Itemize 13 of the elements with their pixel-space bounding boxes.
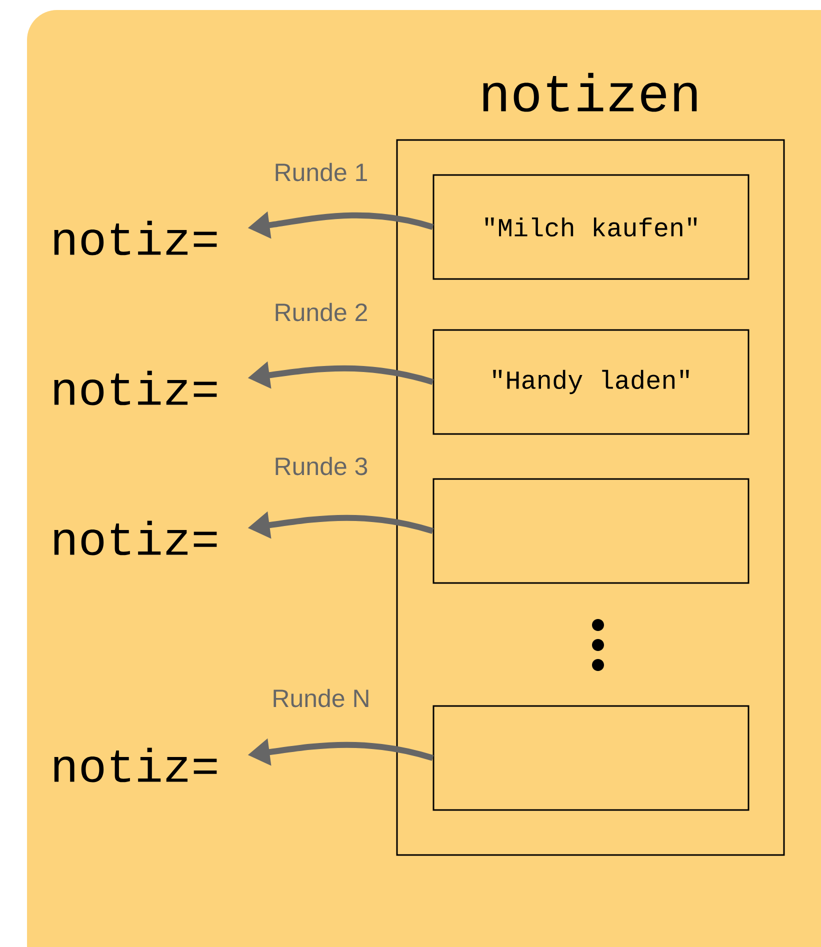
variable-label: notiz=: [54, 370, 217, 406]
value-box: "Handy laden": [432, 329, 750, 435]
edge-label: Runde 2: [276, 302, 367, 322]
node-label: notizen: [483, 72, 697, 112]
variable-label: notiz=: [54, 748, 217, 782]
edge-label: Runde 1: [276, 162, 367, 182]
empty-box: [432, 478, 750, 584]
variable-label: notiz=: [54, 220, 217, 256]
edge-label: Runde 3: [276, 456, 368, 476]
value-box: "Milch kaufen": [432, 174, 750, 280]
variable-label: notiz=: [54, 520, 217, 556]
edge-label: Runde N: [274, 688, 368, 708]
empty-box: [432, 705, 750, 811]
